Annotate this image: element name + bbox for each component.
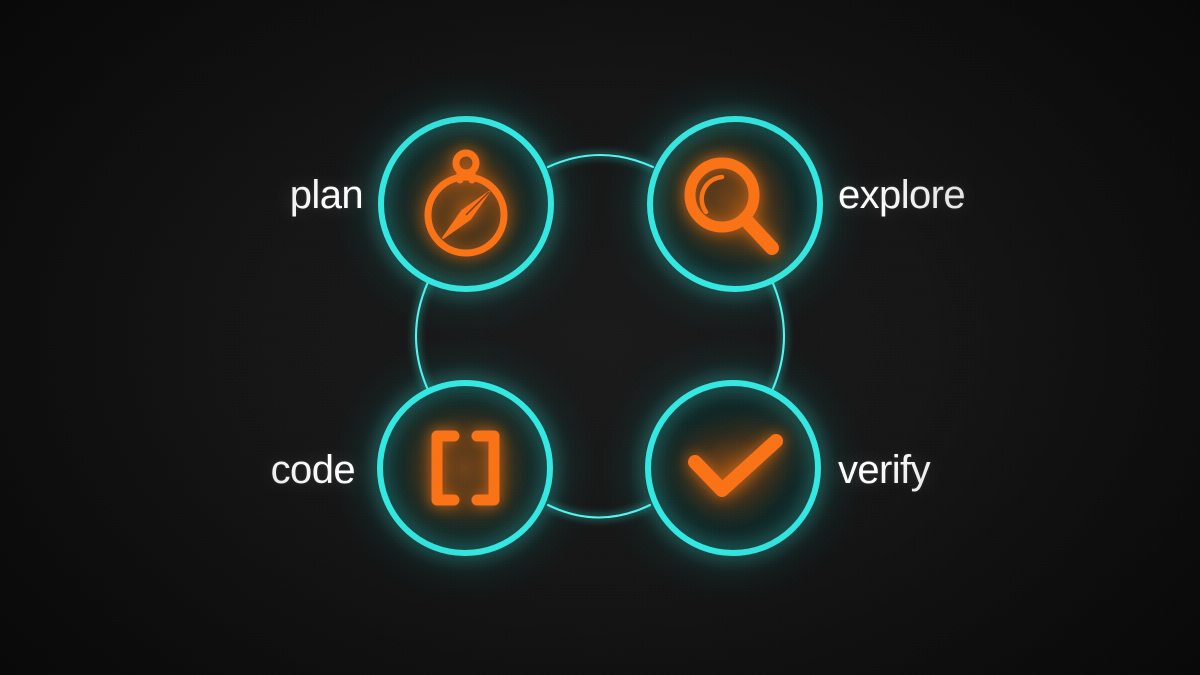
node-label-verify: verify (838, 448, 931, 492)
connector-verify-code (545, 502, 653, 520)
code-icon-halo (407, 410, 523, 526)
connector-code-plan (413, 279, 431, 393)
node-verify[interactable] (644, 379, 822, 557)
connector-explore-verify (769, 278, 787, 394)
connector-plan-explore (545, 152, 656, 170)
node-label-code: code (270, 448, 356, 492)
node-label-plan: plan (289, 173, 364, 217)
plan-icon-halo (406, 144, 526, 264)
node-explore[interactable] (646, 115, 824, 293)
node-code[interactable] (376, 379, 554, 557)
node-label-explore: explore (838, 173, 966, 217)
node-plan[interactable] (377, 115, 555, 293)
